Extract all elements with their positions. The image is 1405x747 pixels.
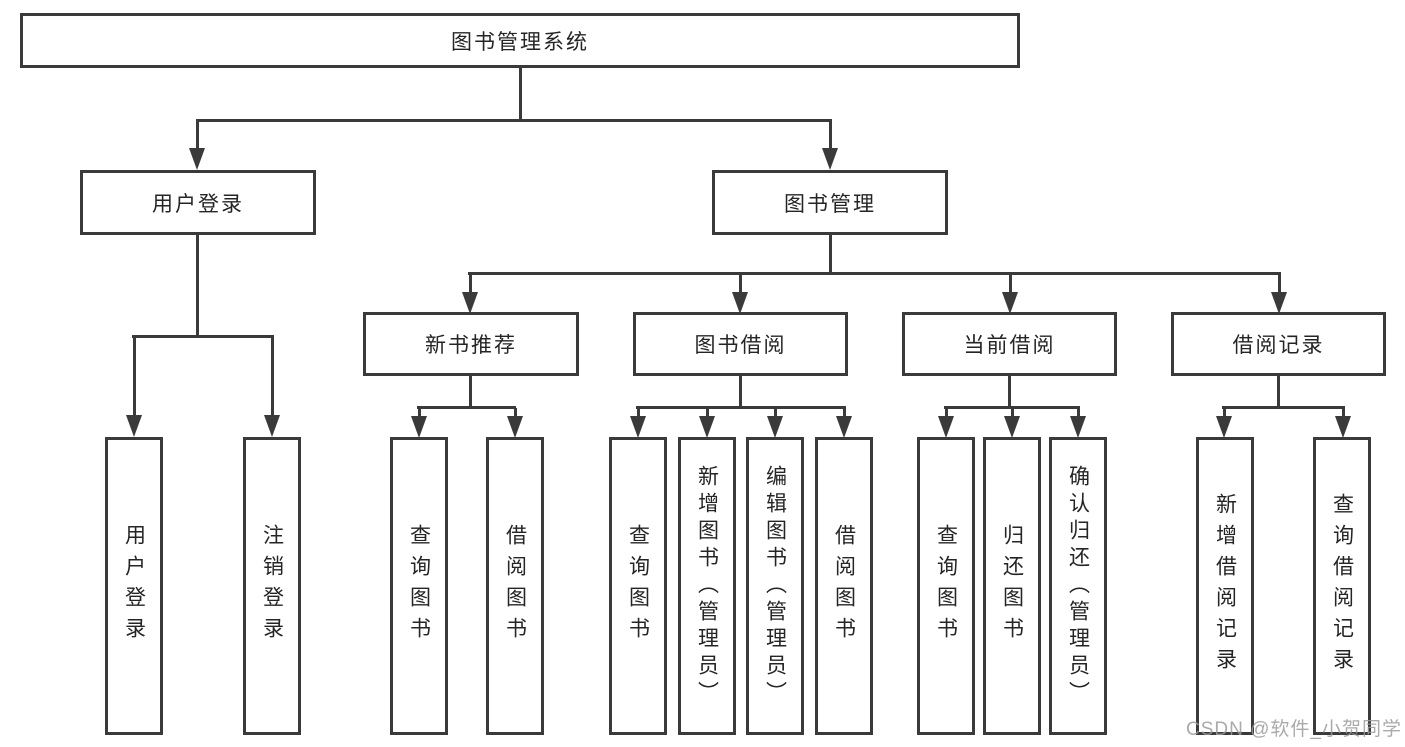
node-user-login: 用户登录 — [80, 170, 316, 235]
leaf-newrec-borrow-books: 借阅图书 — [486, 437, 544, 735]
node-borrowing-records: 借阅记录 — [1171, 312, 1386, 376]
arrow-into-leaf-logout — [264, 337, 280, 437]
leaf-user-login: 用户登录 — [105, 437, 163, 735]
leaf-records-add-record: 新增借阅记录 — [1196, 437, 1254, 735]
arrow-into-cb-query-books — [938, 408, 954, 438]
arrow-into-cb-return-books — [1004, 408, 1020, 438]
node-root-library-management-system: 图书管理系统 — [20, 13, 1020, 68]
connector-root-branch — [196, 119, 832, 122]
arrow-into-br-query-record — [1335, 408, 1351, 438]
arrow-into-bb-edit-books — [767, 408, 783, 438]
leaf-borrowing-borrow-books: 借阅图书 — [815, 437, 873, 735]
connector-current-branch — [944, 406, 1080, 409]
arrow-into-bb-borrow-books — [836, 408, 852, 438]
arrow-into-cb-confirm-return — [1070, 408, 1086, 438]
arrow-into-borrowing-records — [1271, 274, 1287, 314]
node-book-management: 图书管理 — [712, 170, 948, 235]
leaf-current-query-books: 查询图书 — [917, 437, 975, 735]
arrow-into-book-borrowing — [732, 274, 748, 314]
arrow-into-nb-borrow-books — [507, 408, 523, 438]
arrow-into-book-management — [822, 120, 838, 170]
connector-new-book-stem — [469, 376, 472, 409]
connector-records-stem — [1277, 376, 1280, 409]
connector-records-branch — [1222, 406, 1345, 409]
connector-root-stem — [519, 68, 522, 121]
connector-book-mgmt-stem — [829, 235, 832, 275]
connector-current-stem — [1008, 376, 1011, 409]
leaf-current-return-books: 归还图书 — [983, 437, 1041, 735]
leaf-current-confirm-return-admin: 确认归还（管理员） — [1049, 437, 1107, 735]
arrow-into-bb-add-books — [699, 408, 715, 438]
leaf-borrowing-add-books-admin: 新增图书（管理员） — [678, 437, 736, 735]
node-current-borrowing: 当前借阅 — [902, 312, 1117, 376]
leaf-logout: 注销登录 — [243, 437, 301, 735]
arrow-into-new-book-recommend — [462, 274, 478, 314]
arrow-into-user-login — [189, 120, 205, 170]
connector-borrowing-stem — [739, 376, 742, 409]
connector-user-login-branch — [132, 335, 274, 338]
arrow-into-leaf-user-login — [126, 337, 142, 437]
arrow-into-br-add-record — [1216, 408, 1232, 438]
arrow-into-current-borrowing — [1002, 274, 1018, 314]
connector-user-login-stem — [196, 235, 199, 338]
csdn-watermark: CSDN @软件_小贺同学 — [1186, 719, 1402, 740]
arrow-into-bb-query-books — [630, 408, 646, 438]
node-book-borrowing: 图书借阅 — [633, 312, 848, 376]
leaf-newrec-query-books: 查询图书 — [390, 437, 448, 735]
node-new-book-recommend: 新书推荐 — [363, 312, 579, 376]
arrow-into-nb-query-books — [411, 408, 427, 438]
leaf-records-query-record: 查询借阅记录 — [1313, 437, 1371, 735]
connector-new-book-branch — [417, 406, 516, 409]
leaf-borrowing-query-books: 查询图书 — [609, 437, 667, 735]
leaf-borrowing-edit-books-admin: 编辑图书（管理员） — [746, 437, 804, 735]
connector-book-mgmt-branch — [468, 272, 1281, 275]
connector-borrowing-branch — [636, 406, 846, 409]
